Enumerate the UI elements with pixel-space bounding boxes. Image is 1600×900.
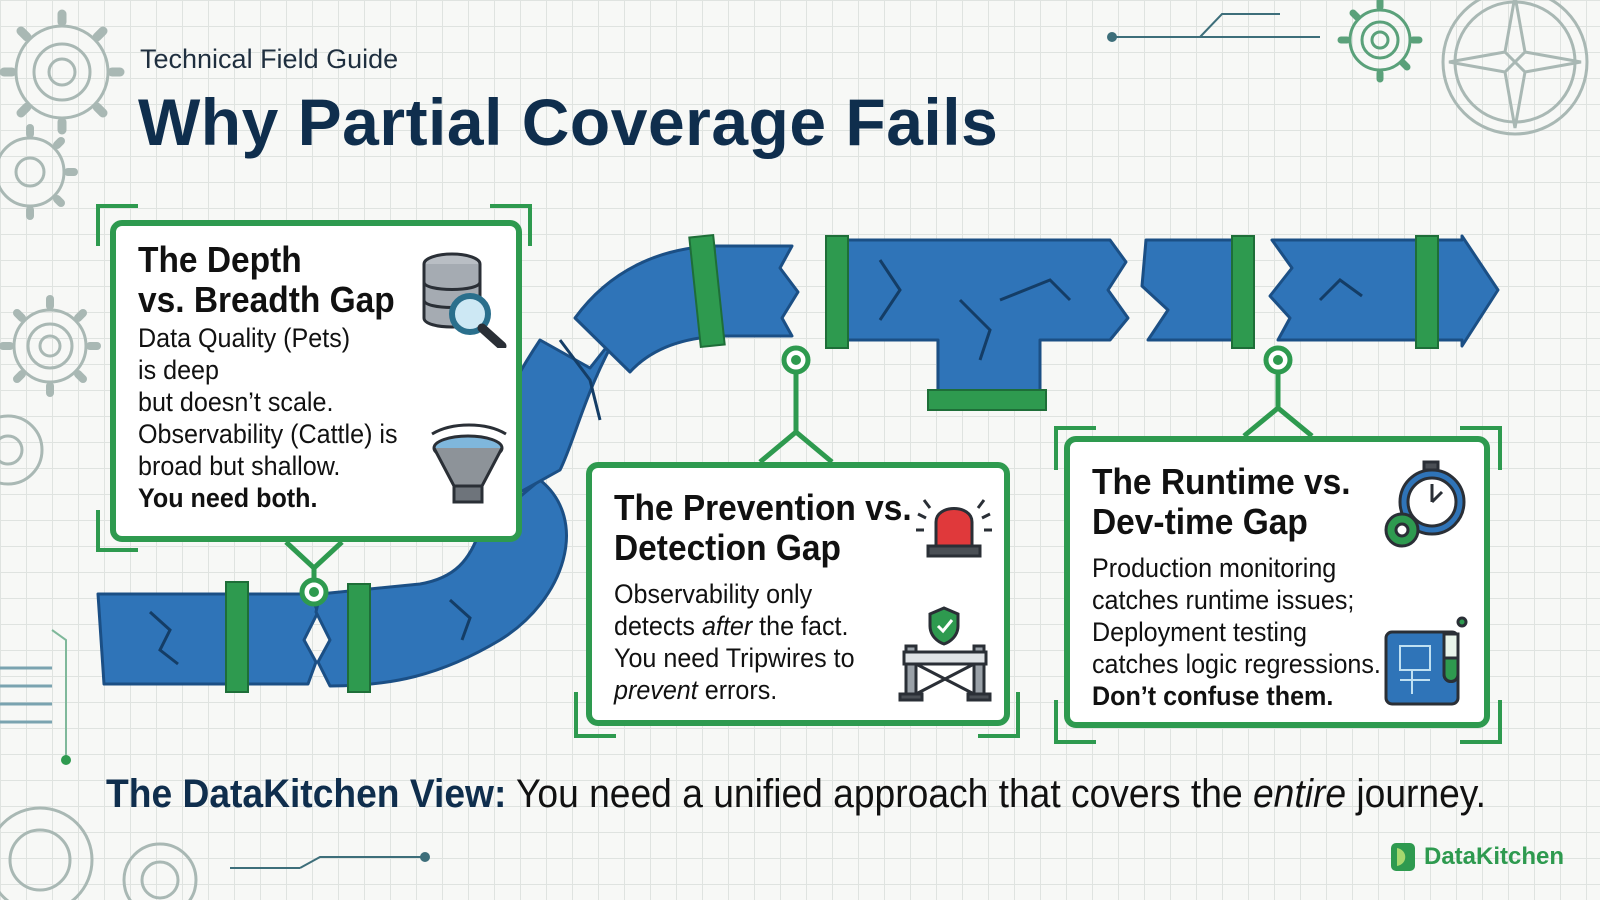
page-subtitle: Technical Field Guide bbox=[140, 44, 399, 74]
view-label: The DataKitchen View: bbox=[106, 772, 507, 816]
gear-icon bbox=[0, 9, 125, 135]
blueprint-flask-icon bbox=[1384, 616, 1468, 706]
body-text: the fact. bbox=[752, 611, 849, 641]
card-body-line: You need Tripwires to bbox=[614, 643, 855, 673]
gear-icon bbox=[0, 414, 44, 486]
card-body-line: detects after the fact. bbox=[614, 610, 977, 642]
pipe-joint bbox=[688, 233, 726, 349]
brand-name: DataKitchen bbox=[1424, 843, 1565, 870]
stopwatch-gear-icon bbox=[1384, 460, 1466, 548]
depth-breadth-card: The Depth vs. Breadth Gap Data Quality (… bbox=[110, 220, 522, 542]
card-body-line: catches logic regressions. bbox=[1092, 649, 1381, 679]
runtime-devtime-card: The Runtime vs. Dev-time Gap Production … bbox=[1064, 436, 1490, 728]
gear-icon bbox=[1337, 0, 1423, 83]
prevention-detection-card: The Prevention vs. Detection Gap Observa… bbox=[586, 462, 1010, 726]
pipe-joint bbox=[825, 235, 849, 349]
card-title-line: The Depth bbox=[138, 239, 302, 280]
card-body-line: Observability (Cattle) is bbox=[138, 419, 398, 449]
card-title-line: vs. Breadth Gap bbox=[138, 279, 395, 320]
card-title: The Prevention vs. Detection Gap bbox=[614, 488, 977, 568]
callout-connector bbox=[1242, 404, 1314, 438]
alarm-siren-icon bbox=[916, 499, 992, 558]
body-emphasis: after bbox=[701, 611, 753, 641]
pipe-joint bbox=[1231, 235, 1255, 349]
view-text: journey. bbox=[1346, 772, 1486, 816]
card-emphasis: You need both. bbox=[138, 483, 318, 513]
gear-icon bbox=[0, 124, 78, 220]
card-body-line: is deep bbox=[138, 355, 219, 385]
card-body-line: prevent errors. bbox=[614, 674, 977, 706]
card-title-line: The Runtime vs. bbox=[1092, 461, 1351, 502]
page-title: Why Partial Coverage Fails bbox=[138, 85, 999, 159]
pipe-segment bbox=[1268, 234, 1500, 348]
body-text: errors. bbox=[697, 675, 778, 705]
callout-connector bbox=[758, 428, 834, 464]
body-text: detects bbox=[614, 611, 702, 641]
pipe-joint bbox=[927, 389, 1047, 411]
gear-icon bbox=[122, 842, 198, 900]
gear-icon bbox=[0, 806, 94, 900]
card-body: Production monitoring catches runtime is… bbox=[1092, 552, 1457, 712]
card-title-line: The Prevention vs. bbox=[614, 487, 912, 528]
card-title: The Runtime vs. Dev-time Gap bbox=[1092, 462, 1457, 542]
view-emphasis: entire bbox=[1252, 772, 1347, 816]
card-title-line: Detection Gap bbox=[614, 527, 841, 568]
funnel-icon bbox=[431, 423, 507, 504]
card-body: Observability only detects after the fac… bbox=[614, 578, 977, 706]
card-body-line: Production monitoring bbox=[1092, 553, 1337, 583]
card-body-line: catches runtime issues; bbox=[1092, 585, 1355, 615]
datakitchen-logo-icon bbox=[1391, 843, 1415, 871]
pipe-joint bbox=[225, 581, 249, 693]
card-title: The Depth vs. Breadth Gap bbox=[138, 240, 490, 320]
view-text: You need a unified approach that covers … bbox=[506, 772, 1253, 816]
pipe-segment bbox=[96, 592, 320, 686]
compass-icon bbox=[1441, 0, 1589, 136]
callout-connector bbox=[284, 540, 344, 572]
pipe-joint bbox=[1415, 235, 1439, 349]
card-body-line: but doesn’t scale. bbox=[138, 387, 334, 417]
card-title-line: Dev-time Gap bbox=[1092, 501, 1308, 542]
datakitchen-logo: DataKitchen bbox=[1390, 842, 1564, 872]
body-emphasis: prevent bbox=[614, 675, 698, 705]
datakitchen-view-statement: The DataKitchen View: You need a unified… bbox=[106, 772, 1486, 817]
card-body-line: Data Quality (Pets) bbox=[138, 323, 351, 353]
pipe-segment bbox=[712, 244, 800, 338]
database-search-icon bbox=[422, 252, 507, 348]
barrier-shield-icon bbox=[898, 606, 992, 702]
pipe-joint bbox=[347, 583, 371, 693]
card-body-line: Deployment testing bbox=[1092, 617, 1307, 647]
gear-icon bbox=[0, 295, 101, 397]
card-body-line: broad but shallow. bbox=[138, 451, 341, 481]
card-emphasis: Don’t confuse them. bbox=[1092, 681, 1334, 711]
card-body-line: Observability only bbox=[614, 579, 813, 609]
card-body: Data Quality (Pets) is deep but doesn’t … bbox=[138, 322, 490, 514]
